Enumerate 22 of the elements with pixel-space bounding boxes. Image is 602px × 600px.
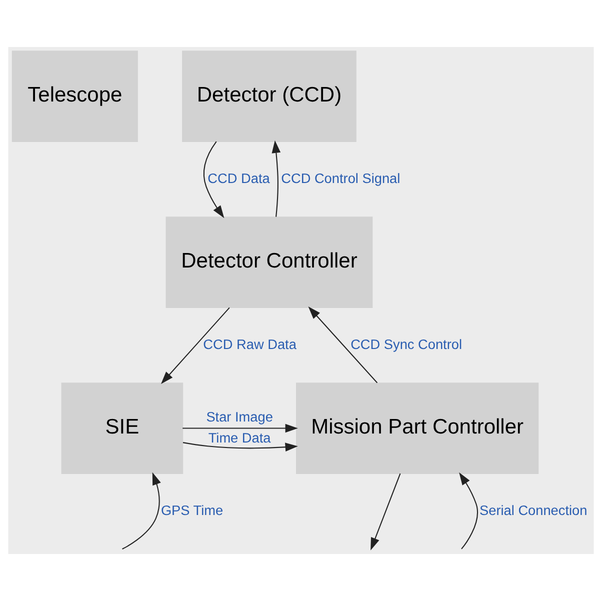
node-box: Detector (CCD) bbox=[182, 50, 356, 142]
edge-label: GPS Time bbox=[160, 502, 224, 518]
node-box: Telescope bbox=[12, 50, 138, 142]
node-box: SIE bbox=[61, 382, 184, 474]
arrow bbox=[308, 306, 378, 383]
arrow bbox=[203, 140, 224, 218]
edge-label: Serial Connection bbox=[480, 502, 588, 518]
arrow bbox=[182, 442, 298, 451]
arrow bbox=[459, 472, 478, 549]
edge-label: CCD Sync Control bbox=[350, 336, 462, 352]
arrow bbox=[272, 140, 281, 216]
node-box: Mission Part Controller bbox=[296, 382, 539, 474]
edge-label: Star Image bbox=[206, 408, 273, 424]
edge-label: CCD Raw Data bbox=[203, 336, 296, 352]
edge-label: CCD Data bbox=[208, 170, 270, 186]
node-box: Detector Controller bbox=[166, 216, 373, 308]
edge-label: CCD Control Signal bbox=[281, 170, 400, 186]
arrow bbox=[370, 472, 401, 550]
edge-label: Time Data bbox=[208, 430, 271, 445]
arrow bbox=[182, 423, 298, 432]
arrow bbox=[160, 306, 230, 384]
arrow bbox=[122, 472, 161, 549]
